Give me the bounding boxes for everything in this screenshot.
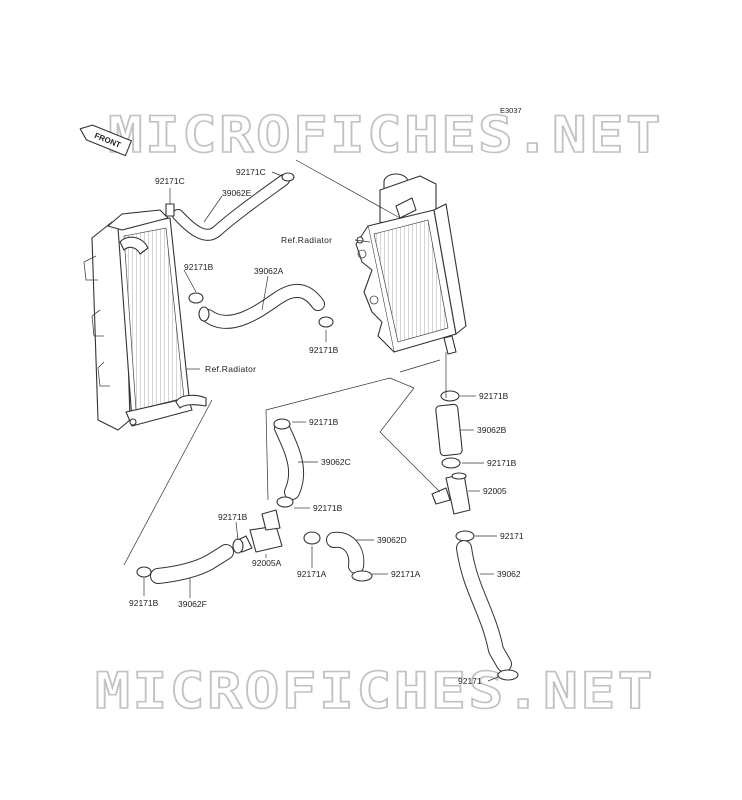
- clamp-92171b-mid: [318, 316, 334, 328]
- label-92171a-2: 92171A: [391, 569, 421, 579]
- watermark-top: MICROFICHES.NET: [108, 106, 663, 164]
- routing-lines: [123, 159, 499, 682]
- label-92005a: 92005A: [252, 558, 282, 568]
- clamp-92171b-center-1: [273, 418, 291, 430]
- label-39062f: 39062F: [178, 599, 207, 609]
- label-92171-bottom: 92171: [458, 676, 482, 686]
- fitting-92005a: [237, 509, 283, 553]
- hose-39062b: [435, 403, 463, 457]
- label-92171-right: 92171: [500, 531, 524, 541]
- label-ref-radiator-right: Ref.Radiator: [281, 235, 332, 245]
- clamp-92171c-top: [281, 172, 295, 182]
- label-92171b-right-1: 92171B: [479, 391, 509, 401]
- clamp-92171a-2: [351, 570, 373, 582]
- label-39062e: 39062E: [222, 188, 252, 198]
- clamp-92171b-right-2: [441, 457, 461, 469]
- label-39062a: 39062A: [254, 266, 284, 276]
- label-92171b-lower-left: 92171B: [218, 512, 248, 522]
- clamp-92171-bottom: [497, 669, 519, 681]
- clamp-92171-right: [455, 530, 475, 542]
- right-radiator: [355, 173, 467, 355]
- clamp-92171b-lower-left: [232, 538, 244, 554]
- diagram-code: E3037: [500, 106, 522, 115]
- label-ref-radiator-left: Ref.Radiator: [205, 364, 256, 374]
- label-92171b-mid: 92171B: [309, 345, 339, 355]
- label-92171b-right-2: 92171B: [487, 458, 517, 468]
- clamp-92171b-left-top: [188, 292, 204, 304]
- label-92005: 92005: [483, 486, 507, 496]
- clamp-92171b-center-2: [276, 496, 294, 508]
- label-92171b-bottom-left: 92171B: [129, 598, 159, 608]
- fitting-92005: [431, 472, 471, 515]
- label-92171b-left-top: 92171B: [184, 262, 214, 272]
- clamp-92171b-right-1: [440, 390, 460, 402]
- label-92171b-center-2: 92171B: [313, 503, 343, 513]
- label-92171a-1: 92171A: [297, 569, 327, 579]
- front-arrow-icon: FRONT: [79, 124, 132, 157]
- clamp-92171c-left: [165, 203, 175, 217]
- label-39062: 39062: [497, 569, 521, 579]
- clamp-92171b-bottom-left: [136, 566, 152, 578]
- clamp-92171a-1: [303, 531, 321, 545]
- label-92171b-center-1: 92171B: [309, 417, 339, 427]
- label-39062c: 39062C: [321, 457, 351, 467]
- watermark-bottom: MICROFICHES.NET: [95, 662, 655, 720]
- label-92171c-top: 92171C: [236, 167, 266, 177]
- label-39062b: 39062B: [477, 425, 507, 435]
- label-39062d: 39062D: [377, 535, 407, 545]
- label-92171c-left: 92171C: [155, 176, 185, 186]
- left-radiator: [83, 209, 207, 431]
